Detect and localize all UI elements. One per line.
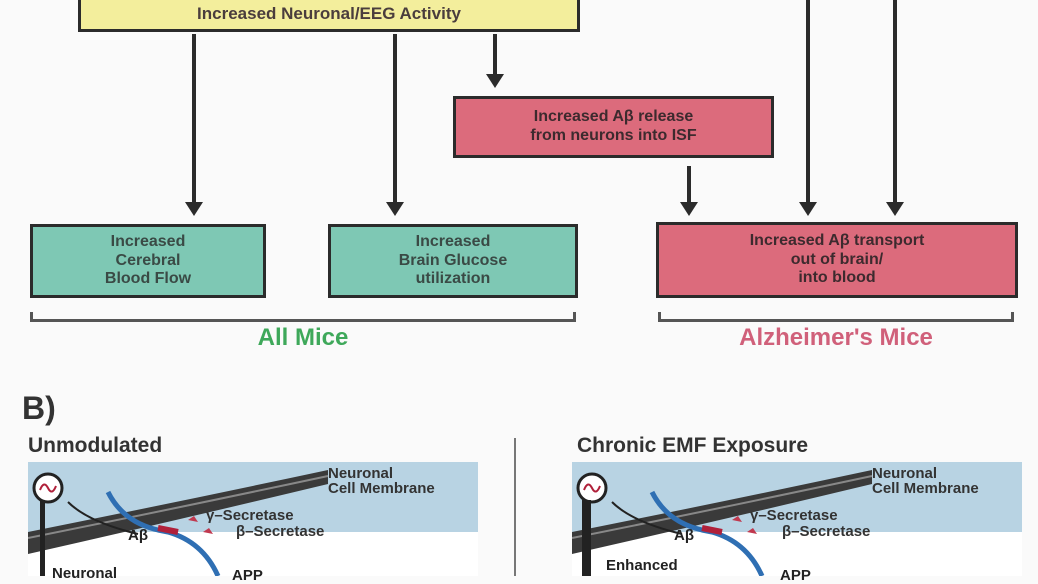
emf-membrane-diagram <box>572 470 1022 576</box>
arrow-to-abeta-transport <box>680 166 698 216</box>
unmodulated-membrane-diagram <box>28 470 478 576</box>
arrow-from-above-1 <box>799 0 817 216</box>
right-bottom-label: Enhanced <box>606 557 678 574</box>
arrow-from-above-2 <box>886 0 904 216</box>
left-bottom-label: Neuronal <box>52 565 118 582</box>
chronic-emf-title: Chronic EMF Exposure <box>577 434 809 457</box>
arrow-to-cerebral-blood-flow <box>185 34 203 216</box>
unmodulated-title: Unmodulated <box>28 434 163 457</box>
unmodulated-panel <box>28 462 478 576</box>
left-membrane-label: Neuronal Cell Membrane <box>328 465 435 497</box>
left-beta-label: β–Secretase <box>236 523 325 540</box>
abeta-release-box: Increased Aβ release from neurons into I… <box>453 96 774 158</box>
chronic-emf-panel <box>572 462 1022 576</box>
panel-divider <box>514 438 516 576</box>
alzheimers-mice-bracket <box>658 312 1014 322</box>
right-abeta-label: Aβ <box>674 527 694 544</box>
right-membrane-label: Neuronal Cell Membrane <box>872 465 979 497</box>
left-gamma-label: γ–Secretase <box>206 507 294 524</box>
right-beta-label: β–Secretase <box>782 523 871 540</box>
arrow-to-brain-glucose <box>386 34 404 216</box>
cerebral-blood-flow-box: Increased Cerebral Blood Flow <box>30 224 266 298</box>
neuronal-eeg-activity-box: Increased Neuronal/EEG Activity <box>78 0 580 32</box>
abeta-transport-box: Increased Aβ transport out of brain/ int… <box>656 222 1018 298</box>
all-mice-label: All Mice <box>257 324 349 351</box>
alzheimers-mice-label: Alzheimer's Mice <box>739 324 933 351</box>
all-mice-bracket <box>30 312 576 322</box>
arrow-to-abeta-release <box>486 34 504 88</box>
section-b-label: B) <box>22 390 56 426</box>
right-gamma-label: γ–Secretase <box>750 507 838 524</box>
left-abeta-label: Aβ <box>128 527 148 544</box>
brain-glucose-box: Increased Brain Glucose utilization <box>328 224 578 298</box>
